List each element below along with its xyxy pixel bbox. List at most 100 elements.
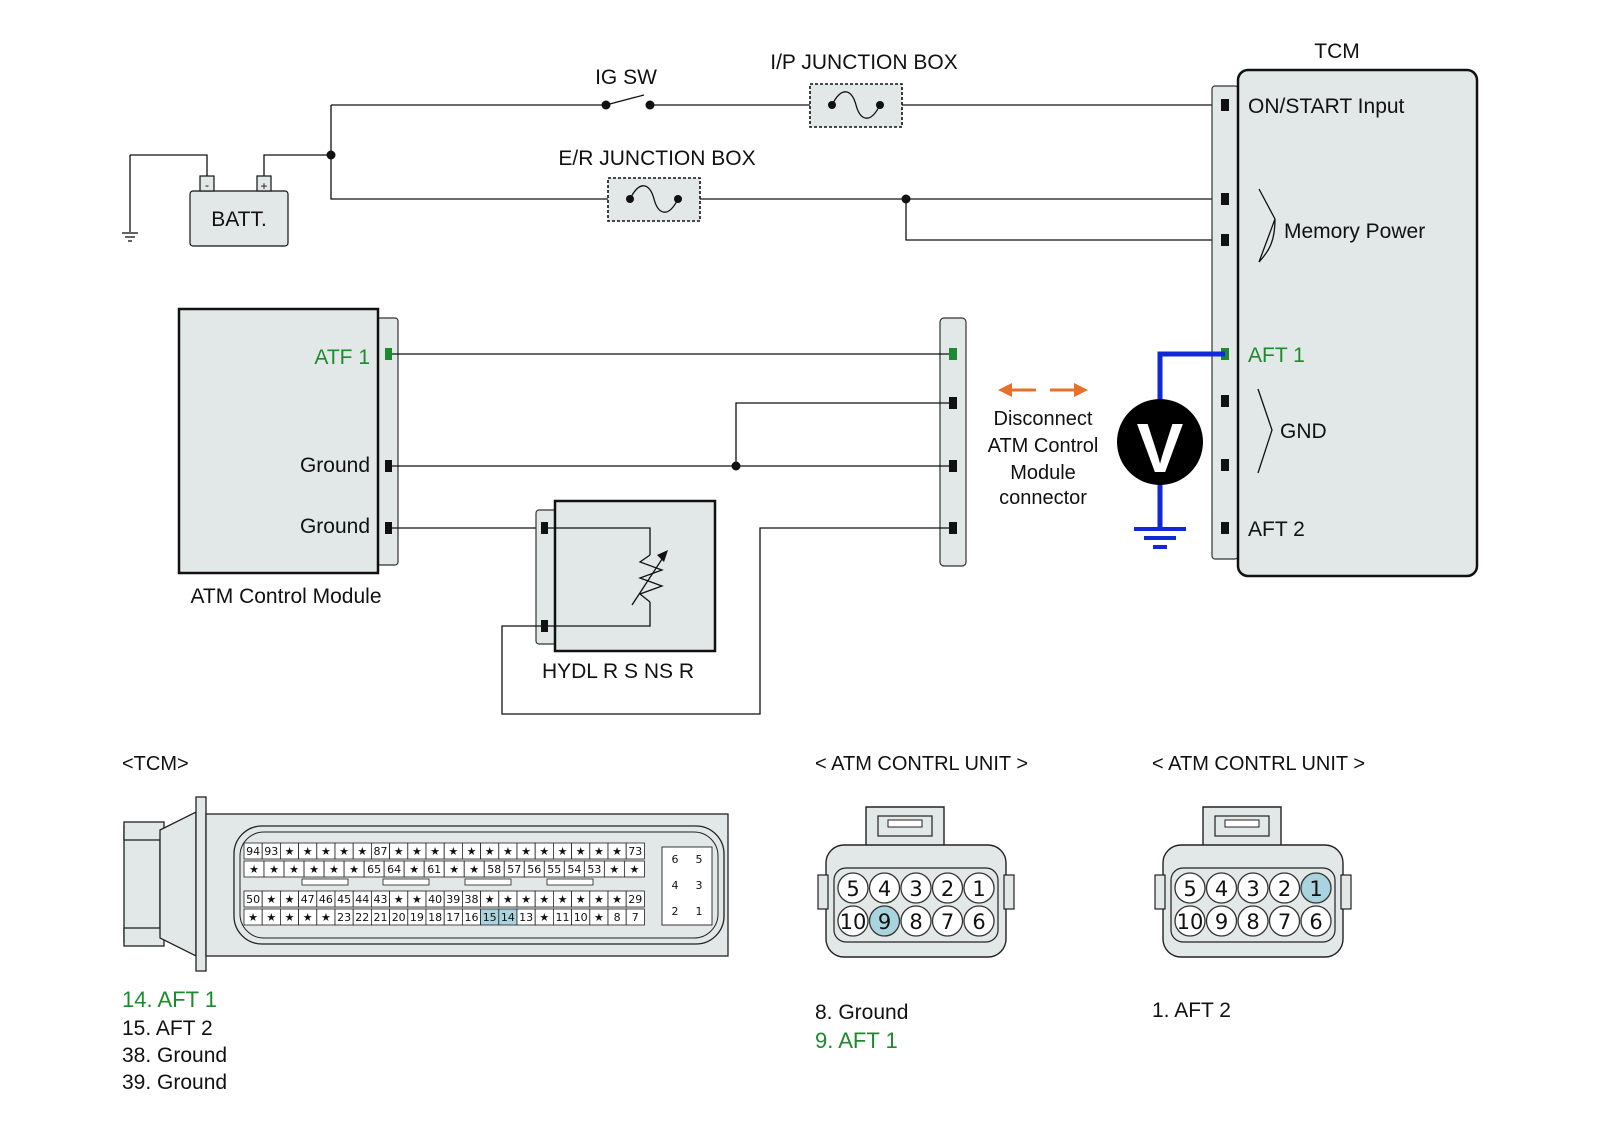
battery-plus-label: + <box>260 179 267 193</box>
tcm-pin-number: 54 <box>567 863 581 876</box>
gnd-brace <box>1257 388 1273 474</box>
voltmeter-symbol: V <box>1137 409 1184 487</box>
disconnect-text-line4: connector <box>999 487 1087 509</box>
battery-minus-label: - <box>205 178 209 192</box>
tcm-pin-number: ★ <box>266 893 276 906</box>
tcm-pin-number: ★ <box>329 863 339 876</box>
tcm-pin-number: ★ <box>448 845 458 858</box>
er-junction-box-label: E/R JUNCTION BOX <box>558 147 755 170</box>
tcm-pin-number: ★ <box>503 845 513 858</box>
atm-connector-header-1: < ATM CONTRL UNIT > <box>815 753 1028 775</box>
atm-connector-pin <box>900 905 932 937</box>
tcm-pin <box>1221 99 1229 111</box>
atm-ground1-label: Ground <box>300 454 370 477</box>
atm-connector-pin <box>1268 872 1301 904</box>
tcm-pin-number: 18 <box>428 911 442 924</box>
tcm-box <box>1236 68 1479 578</box>
mid-pin-aft1 <box>949 348 957 360</box>
tcm-pin-number: ★ <box>485 893 495 906</box>
atm-connector-pin-number: 3 <box>909 877 922 901</box>
atm-connector-pin <box>931 872 964 904</box>
junction-dot <box>901 194 911 204</box>
atm-connector-pin-number: 6 <box>972 910 985 934</box>
tcm-pin-number: ★ <box>303 845 313 858</box>
tcm-pin-cell <box>625 908 645 926</box>
atm-ground2-label: Ground <box>300 515 370 538</box>
tcm-pin-number: ★ <box>521 845 531 858</box>
tcm-pin-number: ★ <box>303 911 313 924</box>
atm-connector-pin <box>1300 905 1332 937</box>
tcm-pin-cell <box>623 860 645 878</box>
atm-connector-pin <box>868 905 901 937</box>
tcm-pin-number: ★ <box>469 863 479 876</box>
atm-atf1-label: ATF 1 <box>314 346 370 369</box>
atm-connector-pin-number: 8 <box>1246 910 1259 934</box>
legend-tcm-1: 14. AFT 1 <box>122 987 217 1012</box>
atm-connector-pin-number: 2 <box>941 877 954 901</box>
sensor-box <box>553 499 717 653</box>
tcm-pin <box>1221 234 1229 246</box>
tcm-pin-number: 50 <box>246 893 260 906</box>
tcm-pin-number: 87 <box>374 845 388 858</box>
tcm-side-pin-number: 3 <box>696 879 703 892</box>
atm-connector-tab <box>1154 874 1166 910</box>
tcm-on-start-label: ON/START Input <box>1248 95 1405 118</box>
atm-connector-pin-number: 3 <box>1246 877 1259 901</box>
tcm-pin-number: ★ <box>576 845 586 858</box>
tcm-pin-number: 44 <box>355 893 369 906</box>
atm-connector-tab <box>1340 874 1352 910</box>
tcm-pin-number: 38 <box>465 893 479 906</box>
tcm-pin-number: ★ <box>394 893 404 906</box>
sensor-internal-wire <box>548 602 651 627</box>
legend-atm1-2: 9. AFT 1 <box>815 1028 898 1053</box>
tcm-pin-number: ★ <box>309 863 319 876</box>
sensor-pin <box>541 620 548 632</box>
tcm-pin-number: 21 <box>374 911 388 924</box>
atm-pin <box>385 460 392 472</box>
tcm-pin-number: ★ <box>467 845 477 858</box>
tcm-connector-strip <box>1211 85 1239 560</box>
tcm-pin-number: ★ <box>612 893 622 906</box>
atm-connector-pin <box>963 872 995 904</box>
legend-tcm-2: 15. AFT 2 <box>122 1017 213 1040</box>
thermistor-arrowhead <box>657 550 668 562</box>
tcm-pin-number: ★ <box>430 845 440 858</box>
tcm-memory-power-label: Memory Power <box>1284 220 1425 243</box>
tcm-pin-number: ★ <box>249 863 259 876</box>
atm-connector-pin-number: 10 <box>840 910 867 934</box>
voltmeter-icon <box>1117 399 1203 485</box>
atm-pin-atf1 <box>385 348 392 360</box>
tcm-pin <box>1221 193 1229 205</box>
tcm-pin-number: 10 <box>574 911 588 924</box>
mid-pin <box>949 522 957 534</box>
tcm-pin <box>1221 522 1229 534</box>
tcm-pin-number: ★ <box>539 845 549 858</box>
battery-negative-wire <box>130 154 208 176</box>
atm-connector-pin-number: 5 <box>1183 877 1196 901</box>
atm-connector-pin <box>1205 872 1238 904</box>
fuse-icon <box>831 91 881 119</box>
ip-junction-box-label: I/P JUNCTION BOX <box>770 51 957 74</box>
tcm-pin-number: ★ <box>321 911 331 924</box>
tcm-pin-number: ★ <box>285 845 295 858</box>
tcm-pin-number: 7 <box>632 911 639 924</box>
atm-connector-pin-number: 8 <box>909 910 922 934</box>
tcm-pin-number: ★ <box>558 845 568 858</box>
sensor-pin <box>541 522 548 534</box>
thermistor-arrow <box>631 555 665 606</box>
tcm-side-pin-number: 6 <box>672 853 679 866</box>
tcm-side-pin-number: 4 <box>672 879 679 892</box>
tcm-pin-number: ★ <box>269 863 279 876</box>
atm-connector-pin-number: 7 <box>941 910 954 934</box>
tcm-pin-number: 43 <box>374 893 388 906</box>
atm-connector-pin <box>963 905 995 937</box>
tcm-pin-number: 15 <box>483 911 497 924</box>
tcm-pin-number: ★ <box>289 863 299 876</box>
tcm-pin-cell <box>625 890 645 908</box>
tcm-pin-number: 46 <box>319 893 333 906</box>
legend-tcm-3: 38. Ground <box>122 1044 227 1067</box>
atm-connector-pin <box>1268 905 1301 937</box>
